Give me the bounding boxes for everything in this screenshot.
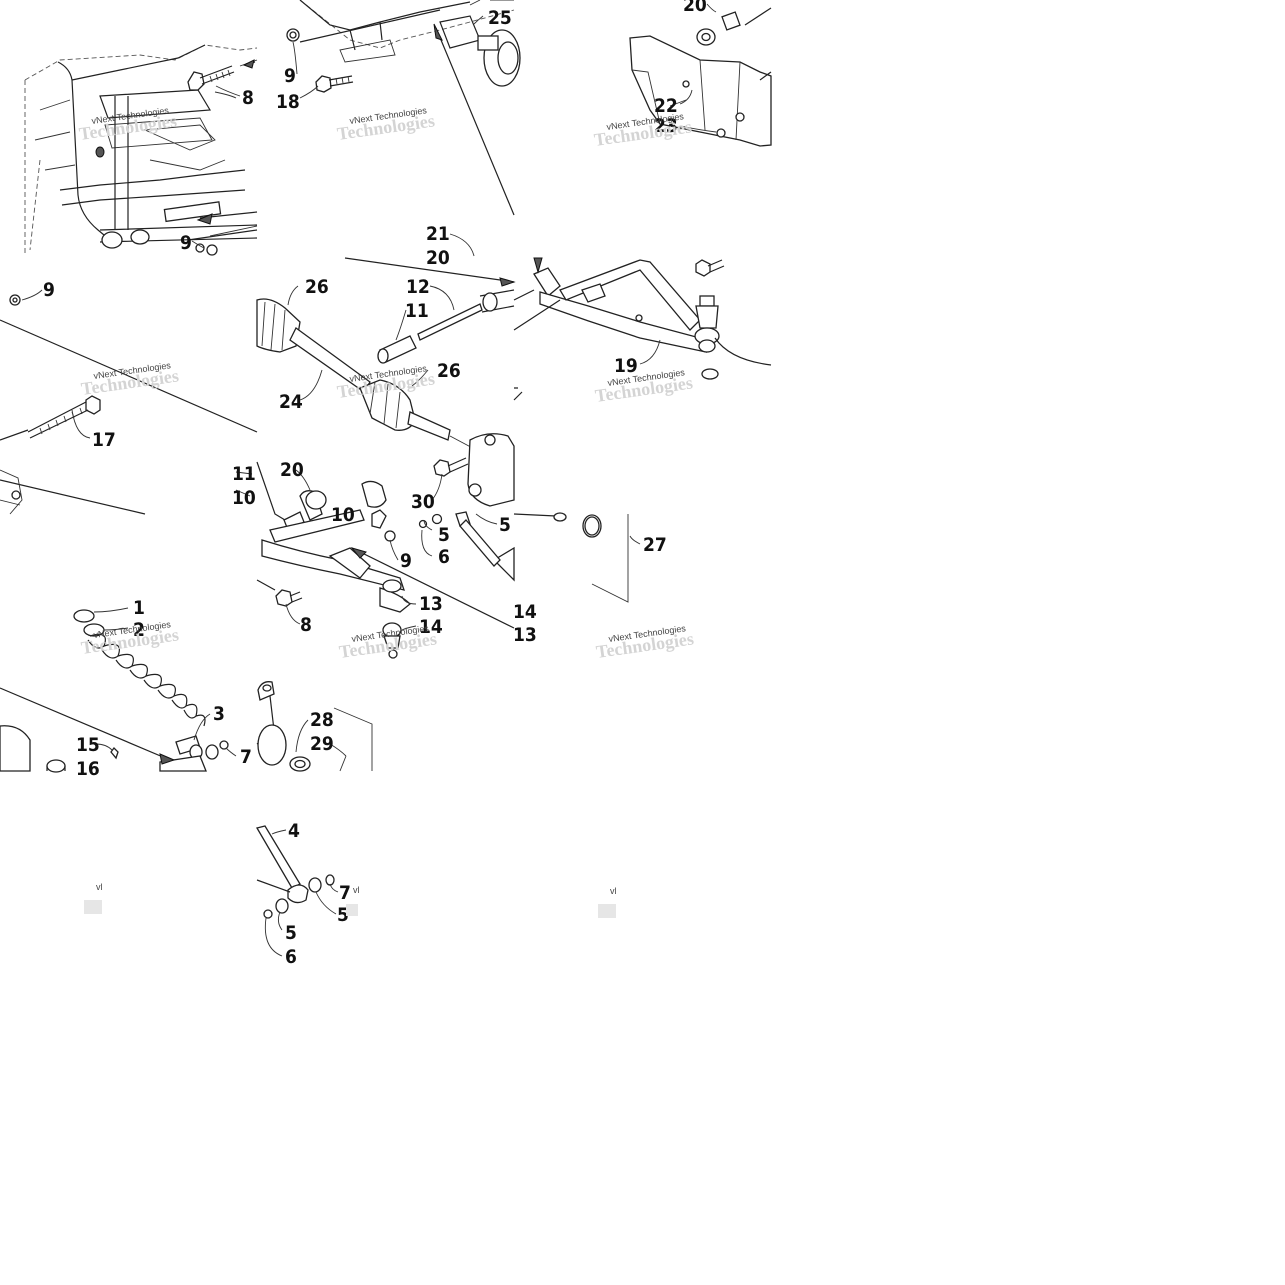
- watermark-8: Technologies vNext Technologies: [338, 623, 438, 662]
- sleeve-11: [377, 335, 417, 364]
- watermark-9: Technologies vNext Technologies: [595, 623, 695, 662]
- label-6: 6: [438, 546, 450, 568]
- cv-axle-drawing: [256, 257, 516, 507]
- watermark-clipped-3: vl: [598, 886, 617, 918]
- label-22: 22: [654, 95, 678, 117]
- label-6b: 6: [285, 946, 297, 968]
- label-13b: 13: [513, 624, 537, 646]
- label-5c: 5: [337, 904, 349, 926]
- long-bolt-drawing: [0, 294, 258, 515]
- ball-joint-19: [694, 295, 720, 345]
- label-3: 3: [213, 703, 225, 725]
- shock-spring-drawing: [0, 609, 229, 773]
- label-10b: 10: [331, 504, 355, 526]
- label-2: 2: [133, 619, 145, 641]
- cv-boot-26: [256, 298, 301, 353]
- watermark-6: Technologies vNext Technologies: [594, 367, 694, 406]
- label-14b: 14: [513, 601, 537, 623]
- watermark-4: Technologies vNext Technologies: [80, 360, 180, 399]
- label-9d: 9: [400, 550, 412, 572]
- svg-text:vl: vl: [353, 885, 360, 895]
- svg-text:vl: vl: [96, 882, 103, 892]
- label-5b: 5: [499, 514, 511, 536]
- label-28: 28: [310, 709, 334, 731]
- label-21: 21: [426, 223, 450, 245]
- label-24: 24: [279, 391, 303, 413]
- label-9c: 9: [43, 279, 55, 301]
- label-17: 17: [92, 429, 116, 451]
- hub-25: [477, 29, 521, 87]
- label-1: 1: [133, 597, 145, 619]
- label-29: 29: [310, 733, 334, 755]
- label-19: 19: [614, 355, 638, 377]
- frame-assembly-drawing: [24, 44, 258, 256]
- bolt-8: [187, 65, 235, 91]
- watermark-2: Technologies vNext Technologies: [336, 105, 436, 144]
- coil-spring: [87, 633, 206, 727]
- label-27: 27: [643, 534, 667, 556]
- label-7: 7: [240, 746, 252, 768]
- knuckle-bearing-drawing: [256, 681, 373, 772]
- label-10: 10: [232, 487, 256, 509]
- label-9b: 9: [180, 232, 192, 254]
- label-15: 15: [76, 734, 100, 756]
- upper-axle-drawing: [286, 0, 521, 216]
- upper-a-arm-drawing: [513, 257, 772, 401]
- label-18: 18: [276, 91, 300, 113]
- label-14: 14: [419, 616, 443, 638]
- label-25: 25: [488, 7, 512, 29]
- tie-rod-drawing: [256, 825, 335, 919]
- label-4: 4: [288, 820, 300, 842]
- label-20b: 20: [426, 247, 450, 269]
- label-13: 13: [419, 593, 443, 615]
- label-5: 5: [438, 524, 450, 546]
- label-8: 8: [242, 87, 254, 109]
- label-16: 16: [76, 758, 100, 780]
- watermark-3: Technologies vNext Technologies: [593, 111, 693, 150]
- label-26b: 26: [437, 360, 461, 382]
- label-20: 20: [683, 0, 707, 16]
- label-11b: 11: [232, 463, 256, 485]
- label-26: 26: [305, 276, 329, 298]
- label-11: 11: [405, 300, 429, 322]
- label-7b: 7: [339, 882, 351, 904]
- skid-plate-drawing: [629, 7, 772, 147]
- label-30: 30: [411, 491, 435, 513]
- svg-text:vl: vl: [610, 886, 617, 896]
- label-12: 12: [406, 276, 430, 298]
- callout-labels: 20 8 9 18 25 22 23 9 21 20 9 26 12 11 26…: [21, 0, 717, 968]
- bolt-17: [27, 395, 101, 439]
- watermark-clipped-2: vl: [346, 885, 360, 916]
- watermarks: Technologies vNext Technologies Technolo…: [78, 105, 695, 918]
- spacer-20: [696, 11, 741, 46]
- snap-ring-drawing: [513, 512, 629, 603]
- cv-boot-26b: [359, 379, 451, 441]
- label-20c: 20: [280, 459, 304, 481]
- label-5d: 5: [285, 922, 297, 944]
- lower-a-arm-drawing: [256, 461, 515, 659]
- label-8b: 8: [300, 614, 312, 636]
- label-9: 9: [284, 65, 296, 87]
- watermark-clipped-1: vl: [84, 882, 103, 914]
- label-23: 23: [654, 115, 678, 137]
